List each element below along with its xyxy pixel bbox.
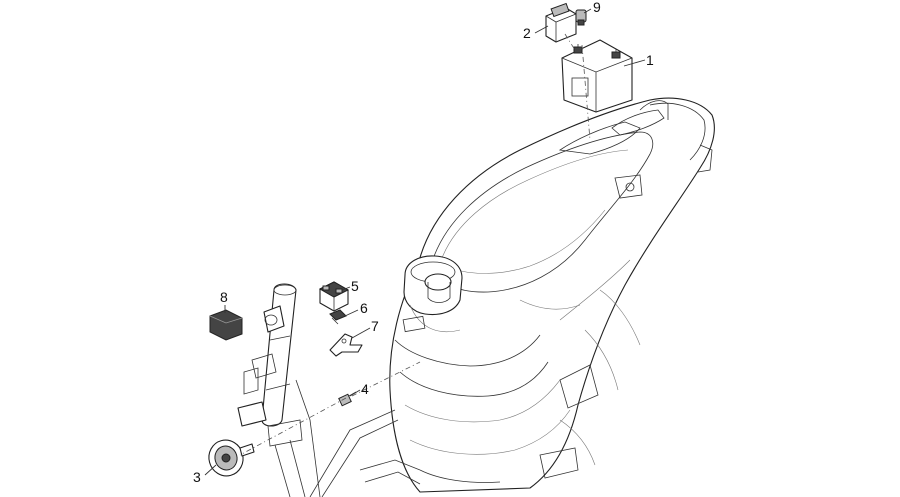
bracket (329, 333, 363, 357)
relay (545, 2, 577, 43)
body-shell (309, 97, 715, 497)
callout-6: 6 (360, 300, 368, 316)
callout-9: 9 (593, 0, 601, 15)
rubber-block (209, 309, 243, 341)
leader-lines (204, 8, 646, 476)
regulator (318, 281, 350, 312)
horn (208, 439, 255, 477)
clip (329, 309, 347, 325)
steering-column (237, 283, 321, 497)
callout-labels: 1 2 3 4 5 6 7 8 9 (193, 0, 654, 485)
callout-4: 4 (361, 381, 369, 397)
fuel-filler-cap (402, 255, 463, 333)
callout-3: 3 (193, 469, 201, 485)
battery (561, 39, 633, 113)
callout-2: 2 (523, 25, 531, 41)
callout-8: 8 (220, 289, 228, 305)
fuse (575, 9, 587, 26)
assembly-lines (239, 33, 591, 456)
callout-5: 5 (351, 278, 359, 294)
callout-1: 1 (646, 52, 654, 68)
screw (338, 391, 357, 407)
callout-7: 7 (371, 318, 379, 334)
